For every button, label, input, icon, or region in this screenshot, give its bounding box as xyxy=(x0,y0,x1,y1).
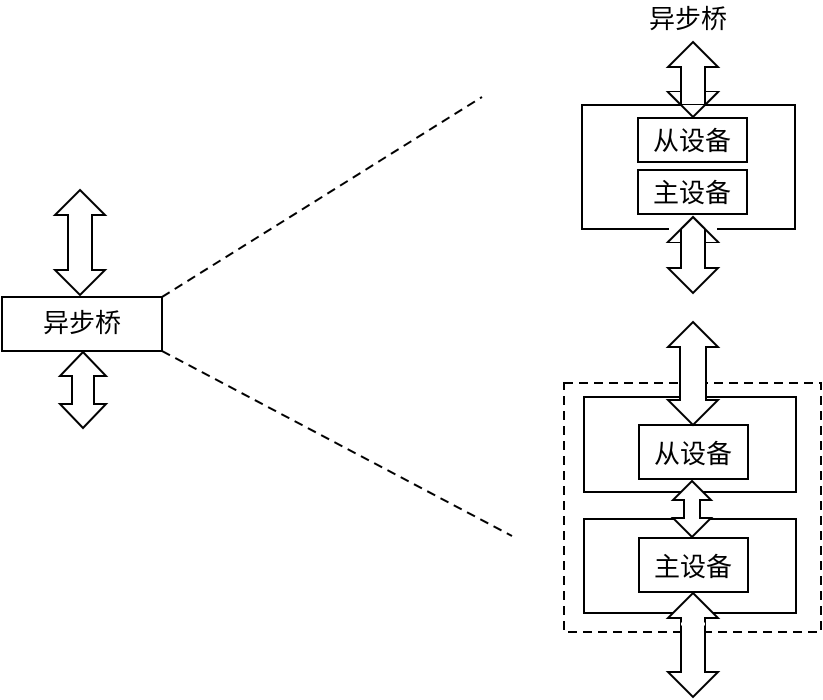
bottom-slave-device-box xyxy=(638,424,749,480)
left-bridge-box xyxy=(1,296,163,352)
top-bridge-title: 异步桥 xyxy=(649,5,727,35)
left-bridge-label: 异步桥 xyxy=(43,309,121,339)
bottom-input-double-arrow xyxy=(665,320,721,427)
top-master-device-label: 主设备 xyxy=(653,179,731,209)
zoom-line-lower xyxy=(161,350,513,537)
top-slave-device-box xyxy=(637,117,748,163)
left-top-double-arrow xyxy=(52,188,108,297)
bottom-output-double-arrow xyxy=(665,591,721,699)
zoom-line-upper xyxy=(161,96,483,298)
top-slave-device-label: 从设备 xyxy=(653,127,731,157)
slave-master-link-arrow xyxy=(670,479,714,539)
top-master-device-box xyxy=(637,169,748,215)
left-bottom-double-arrow xyxy=(57,350,109,430)
bottom-slave-device-label: 从设备 xyxy=(654,440,732,470)
bottom-master-device-label: 主设备 xyxy=(654,553,732,583)
bottom-master-device-box xyxy=(638,537,749,593)
